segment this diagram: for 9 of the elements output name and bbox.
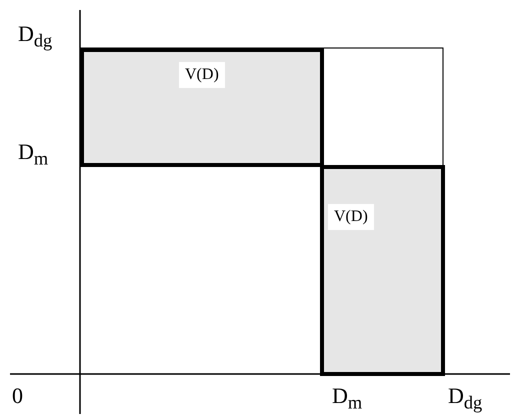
axis-label: D$_{dg}$	[448, 384, 482, 414]
region-label: V(D)	[179, 62, 225, 88]
axis-label: D$_{m}$	[332, 384, 362, 414]
shaded-region	[320, 165, 445, 376]
axis-label: D$_{m}$	[18, 140, 48, 170]
axis-label: D$_{dg}$	[18, 22, 52, 52]
region-label: V(D)	[328, 204, 374, 230]
origin-label: 0	[12, 384, 23, 408]
shaded-region	[80, 48, 324, 167]
